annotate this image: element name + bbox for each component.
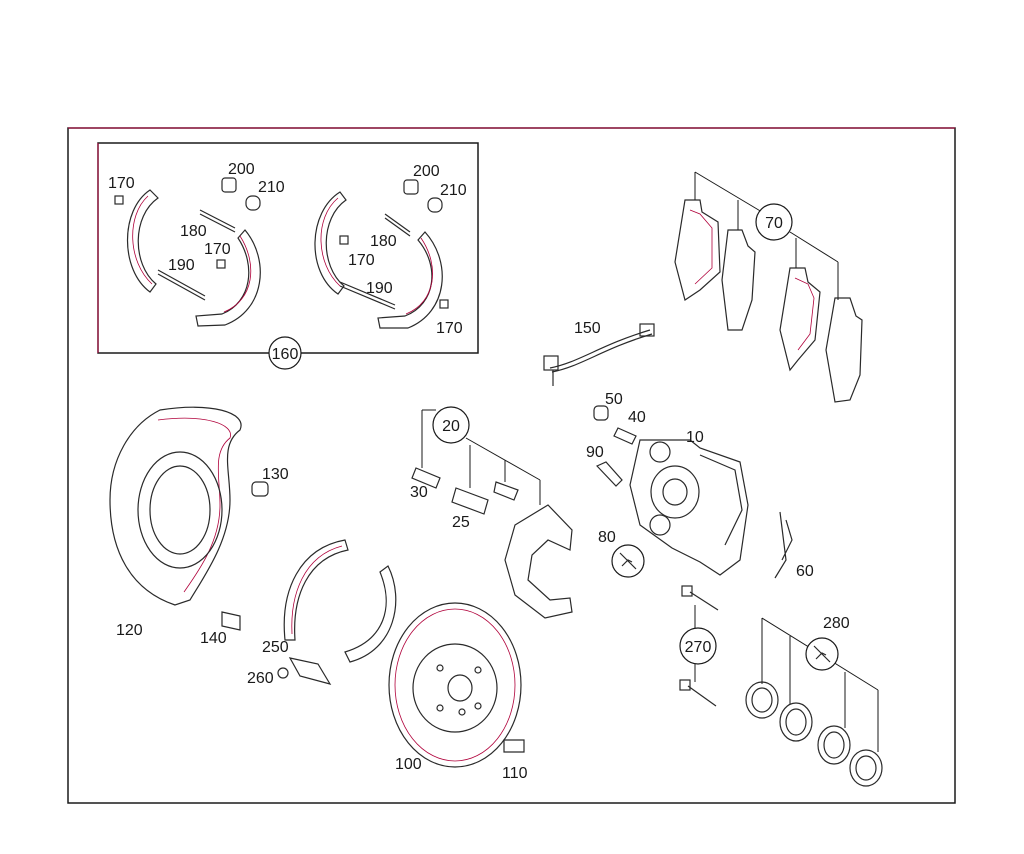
bolts-270 [679, 585, 719, 707]
label-70: 70 [765, 215, 783, 232]
label-120: 120 [116, 622, 143, 639]
caliper-bracket-20 [411, 467, 573, 619]
callout-circle-270 [679, 627, 717, 665]
wrench-icon-80 [611, 544, 645, 578]
label-30: 30 [410, 484, 428, 501]
label-10: 10 [686, 429, 704, 446]
callout-circle-20 [432, 406, 470, 444]
brake-shoe-left-set [114, 177, 261, 327]
parking-shoes-250 [277, 539, 397, 685]
wrench-icon-280 [805, 637, 839, 671]
leaders-20 [421, 409, 541, 505]
wear-sensor-150 [543, 323, 655, 386]
label-80: 80 [598, 529, 616, 546]
brake-shoe-right-set [314, 179, 449, 329]
label-170-d: 170 [436, 320, 463, 337]
label-190-a: 190 [168, 257, 195, 274]
label-40: 40 [628, 409, 646, 426]
label-20: 20 [442, 418, 460, 435]
label-200-b: 200 [413, 163, 440, 180]
label-160: 160 [272, 346, 299, 363]
label-170-c: 170 [348, 252, 375, 269]
label-170-a: 170 [108, 175, 135, 192]
small-parts-caliper [593, 405, 793, 579]
label-25: 25 [452, 514, 470, 531]
label-170-b: 170 [204, 241, 231, 258]
label-50: 50 [605, 391, 623, 408]
brake-pads-70 [674, 199, 863, 403]
label-280: 280 [823, 615, 850, 632]
label-210-a: 210 [258, 179, 285, 196]
label-100: 100 [395, 756, 422, 773]
label-130: 130 [262, 466, 289, 483]
label-190-b: 190 [366, 280, 393, 297]
brake-rotor-100 [388, 602, 525, 768]
caliper-10 [629, 439, 749, 576]
label-180-a: 180 [180, 223, 207, 240]
callout-circle-70 [755, 203, 793, 241]
dust-shield-120 [109, 406, 269, 631]
callout-circle-160 [268, 336, 302, 370]
label-180-b: 180 [370, 233, 397, 250]
label-210-b: 210 [440, 182, 467, 199]
label-200-a: 200 [228, 161, 255, 178]
label-60: 60 [796, 563, 814, 580]
label-270: 270 [685, 639, 712, 656]
label-110: 110 [502, 765, 528, 782]
leaders-70 [694, 171, 839, 300]
label-250: 250 [262, 639, 289, 656]
label-260: 260 [247, 670, 274, 687]
label-150: 150 [574, 320, 601, 337]
label-140: 140 [200, 630, 227, 647]
label-90: 90 [586, 444, 604, 461]
